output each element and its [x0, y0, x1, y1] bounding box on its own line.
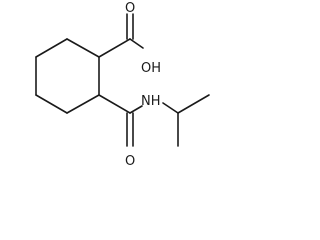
- amide-carbonyl-oxygen-label: O: [125, 154, 135, 169]
- ring-bond-bottom-left: [35, 94, 68, 114]
- ring-to-amide-carbon-bond: [98, 94, 131, 114]
- nitrogen-to-isopropyl-bond: [162, 102, 179, 114]
- acid-hydroxyl-label: OH: [141, 61, 161, 76]
- amide-group: O NH: [98, 94, 161, 169]
- isopropyl-group: [162, 94, 210, 147]
- carboxylic-acid-group: O OH: [98, 1, 161, 76]
- acid-carbonyl-oxygen-label: O: [125, 1, 135, 16]
- ring-bond-top-left: [35, 38, 68, 58]
- ring-bond-bottom-right: [66, 94, 100, 114]
- cyclohexane-ring: [35, 38, 100, 114]
- amide-nitrogen-label: NH: [141, 94, 161, 109]
- isopropyl-upper-methyl-bond: [177, 94, 210, 114]
- molecule-structure-diagram: O OH O NH: [35, 1, 210, 169]
- ring-bond-top-right: [66, 38, 100, 58]
- amide-carbon-nitrogen-bond: [129, 105, 143, 114]
- ring-to-acid-carbon-bond: [98, 38, 131, 58]
- acid-hydroxyl-bond: [129, 38, 144, 49]
